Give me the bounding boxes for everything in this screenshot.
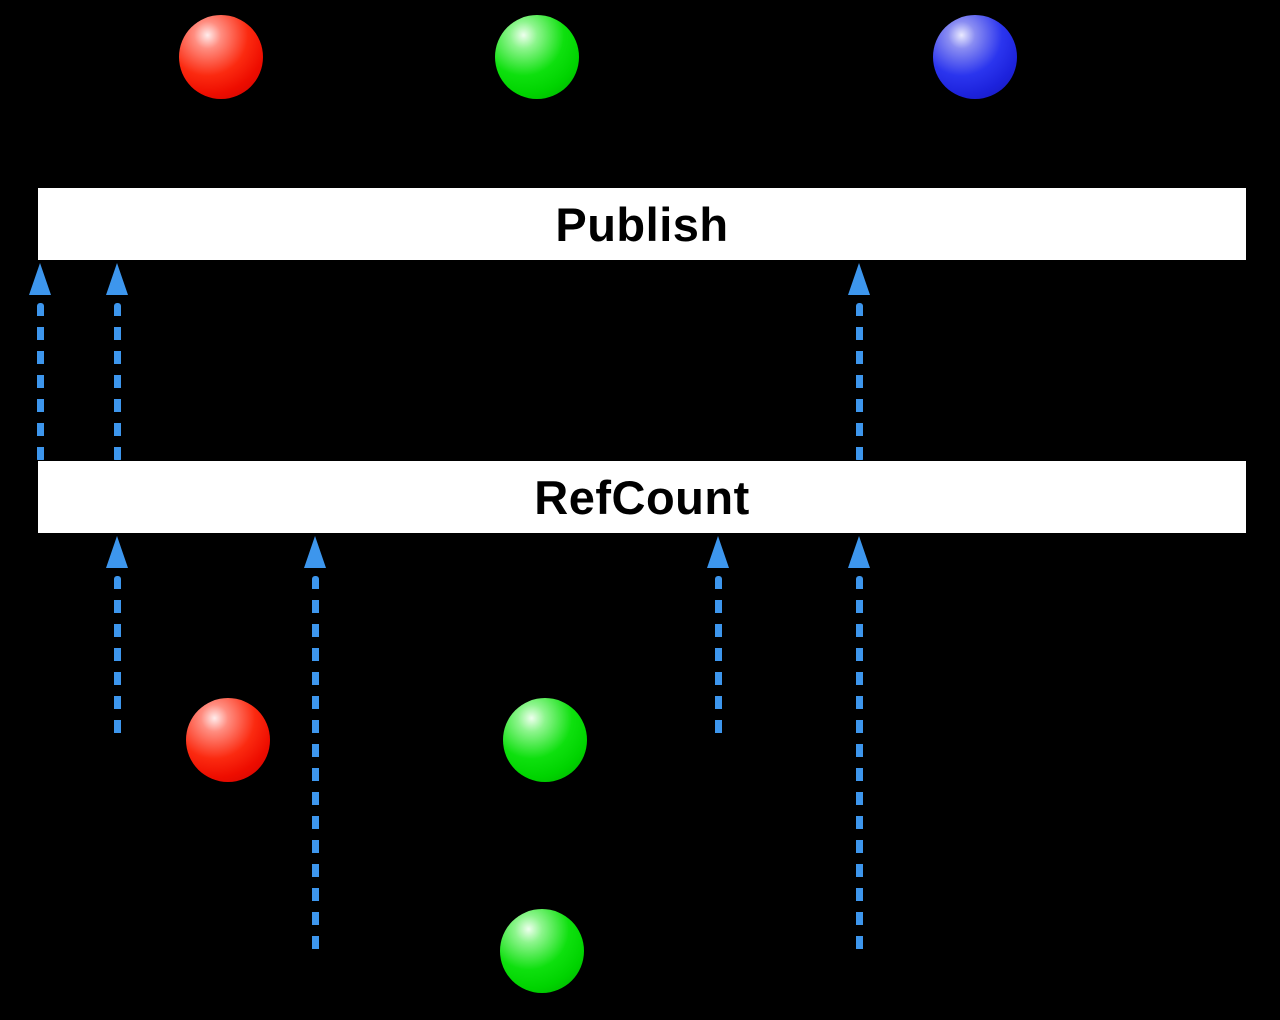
subscriber-to-refcount-3-dashed-line: [714, 576, 722, 743]
refcount-to-publish-3-dashed-line: [855, 303, 863, 462]
refcount-to-publish-2-dashed-line: [113, 303, 121, 462]
source-marble-green: [495, 15, 579, 99]
subscriber-1-marble-red: [186, 698, 270, 782]
subscriber-to-refcount-4-arrowhead-icon: [848, 536, 870, 568]
refcount-to-publish-1-arrowhead-icon: [29, 263, 51, 295]
subscriber-to-refcount-1-dashed-line: [113, 576, 121, 743]
source-marble-blue: [933, 15, 1017, 99]
publish-operator-label: Publish: [555, 197, 729, 251]
subscriber-1-marble-green: [503, 698, 587, 782]
subscriber-to-refcount-1-arrowhead-icon: [106, 536, 128, 568]
refcount-operator-box: RefCount: [38, 461, 1246, 533]
subscriber-to-refcount-2-arrowhead-icon: [304, 536, 326, 568]
subscriber-2-marble-green: [500, 909, 584, 993]
refcount-to-publish-3-arrowhead-icon: [848, 263, 870, 295]
refcount-to-publish-2-arrowhead-icon: [106, 263, 128, 295]
source-marble-red: [179, 15, 263, 99]
refcount-to-publish-1-dashed-line: [36, 303, 44, 462]
refcount-operator-label: RefCount: [534, 470, 750, 524]
subscriber-to-refcount-4-dashed-line: [855, 576, 863, 953]
subscriber-to-refcount-3-arrowhead-icon: [707, 536, 729, 568]
publish-operator-box: Publish: [38, 188, 1246, 260]
subscriber-to-refcount-2-dashed-line: [311, 576, 319, 955]
